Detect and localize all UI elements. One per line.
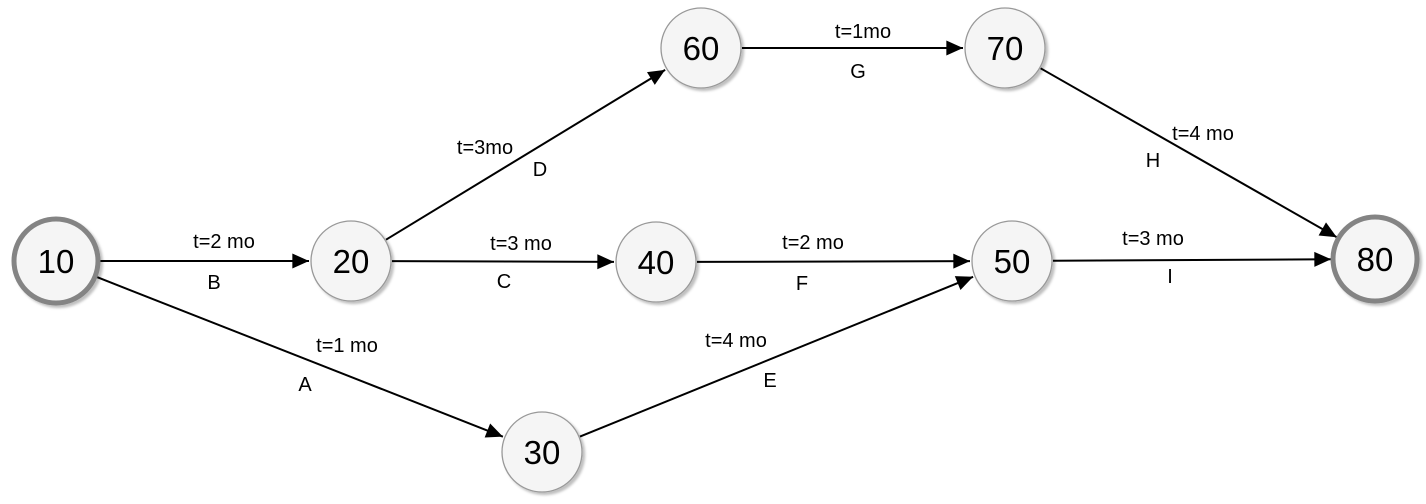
edge-d-duration-label: t=3mo [457,137,513,159]
node-70: 70 [964,7,1046,89]
node-circle-50 [971,220,1053,302]
edge-i: t=3 mo I [1052,228,1332,288]
terminal-node-circle-10 [11,216,101,306]
node-circle-40 [615,221,697,303]
node-40-label: 40 [638,244,675,281]
edge-h-duration-label: t=4 mo [1172,123,1234,145]
edge-b: t=2 mo B [99,231,309,294]
node-20: 20 [310,220,392,302]
node-80-label: 80 [1357,241,1394,278]
edge-h: t=4 mo H [1040,67,1338,239]
node-circle-70 [964,7,1046,89]
edge-e-activity-label: E [763,370,776,392]
node-60-label: 60 [683,30,720,67]
node-10-label: 10 [38,243,75,280]
edge-a-duration-label: t=1 mo [316,335,378,357]
edge-f-arrow-line [696,253,971,269]
edge-i-arrow-line [1052,251,1332,267]
edge-f-activity-label: F [796,273,808,295]
edge-c-arrow-line [391,254,615,270]
edge-c: t=3 mo C [391,233,615,293]
node-circle-20 [310,220,392,302]
node-40: 40 [615,221,697,303]
node-60: 60 [660,7,742,89]
node-50-label: 50 [994,243,1031,280]
edge-g-activity-label: G [850,61,866,83]
node-10: 10 [11,216,101,306]
node-70-label: 70 [987,30,1024,67]
nodes-layer: 10 20 30 40 50 60 70 80 [11,7,1420,493]
edge-c-activity-label: C [497,271,511,293]
edge-d-arrow-line [385,68,666,241]
edge-f: t=2 mo F [696,232,971,295]
edge-c-duration-label: t=3 mo [490,233,552,255]
edge-i-duration-label: t=3 mo [1122,228,1184,250]
terminal-node-circle-80 [1330,214,1420,304]
edge-e: t=4 mo E [579,275,974,438]
edge-g-duration-label: t=1mo [835,21,891,43]
node-circle-30 [501,411,583,493]
node-50: 50 [971,220,1053,302]
edge-b-duration-label: t=2 mo [193,231,255,253]
edge-b-activity-label: B [207,272,220,294]
node-30-label: 30 [524,434,561,471]
edge-d-activity-label: D [533,159,547,181]
node-20-label: 20 [333,243,370,280]
node-30: 30 [501,411,583,493]
edge-h-arrow-line [1040,67,1338,239]
edge-h-activity-label: H [1146,150,1160,172]
node-80: 80 [1330,214,1420,304]
edge-a-arrow-line [95,275,504,438]
edge-f-duration-label: t=2 mo [782,232,844,254]
edge-a-activity-label: A [298,374,312,396]
node-circle-60 [660,7,742,89]
edge-i-activity-label: I [1167,266,1173,288]
edge-e-arrow-line [579,275,974,438]
edge-e-duration-label: t=4 mo [705,330,767,352]
edge-a: t=1 moA [95,275,504,438]
